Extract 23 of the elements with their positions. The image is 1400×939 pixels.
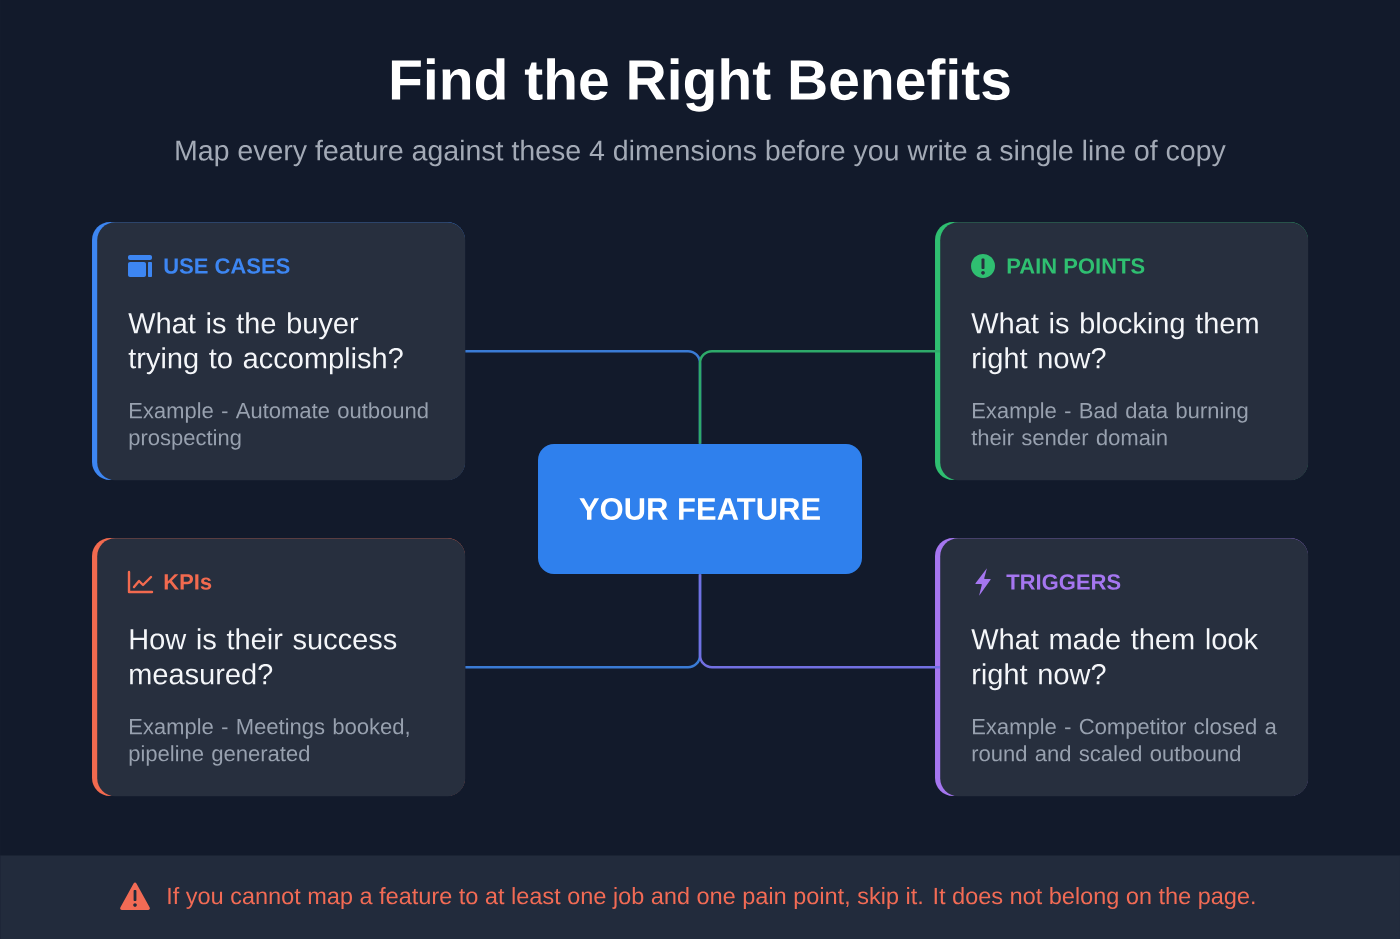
- example-text: Example - Meetings booked, pipeline generated: [129, 718, 409, 766]
- card-heading: TRIGGERS: [1006, 574, 1121, 590]
- card: [935, 222, 1309, 481]
- card: [92, 538, 466, 797]
- card-heading: USE CASES: [164, 258, 290, 274]
- question-text: What is the buyer trying to accomplish?: [128, 312, 403, 375]
- question-text: What is blocking them right now?: [971, 312, 1258, 375]
- warning-text: If you cannot map a feature to at least one job and one pain point, skip it. It does not belong on the page.: [168, 887, 1255, 909]
- connector-line: [698, 574, 940, 669]
- title: Find the Right Benefits: [391, 58, 1010, 112]
- question-text: What made them look right now?: [971, 628, 1259, 691]
- footer-band: [0, 855, 1400, 939]
- card-heading: PAIN POINTS: [1007, 258, 1145, 274]
- question-text: How is their success measured?: [130, 628, 397, 685]
- example-text: Example - Competitor closed a round and scaled outbound: [972, 718, 1277, 762]
- card: [935, 538, 1309, 797]
- card-heading: KPIs: [164, 574, 212, 590]
- example-text: Example - Bad data burning their sender domain: [971, 402, 1248, 446]
- center-box: YOUR FEATURE: [538, 444, 862, 574]
- card: [92, 222, 466, 481]
- example-text: Example - Automate outbound prospecting: [129, 402, 428, 450]
- subtitle: Map every feature against these 4 dimensions before you write a single line of copy: [176, 139, 1226, 167]
- connector-line: [698, 349, 940, 444]
